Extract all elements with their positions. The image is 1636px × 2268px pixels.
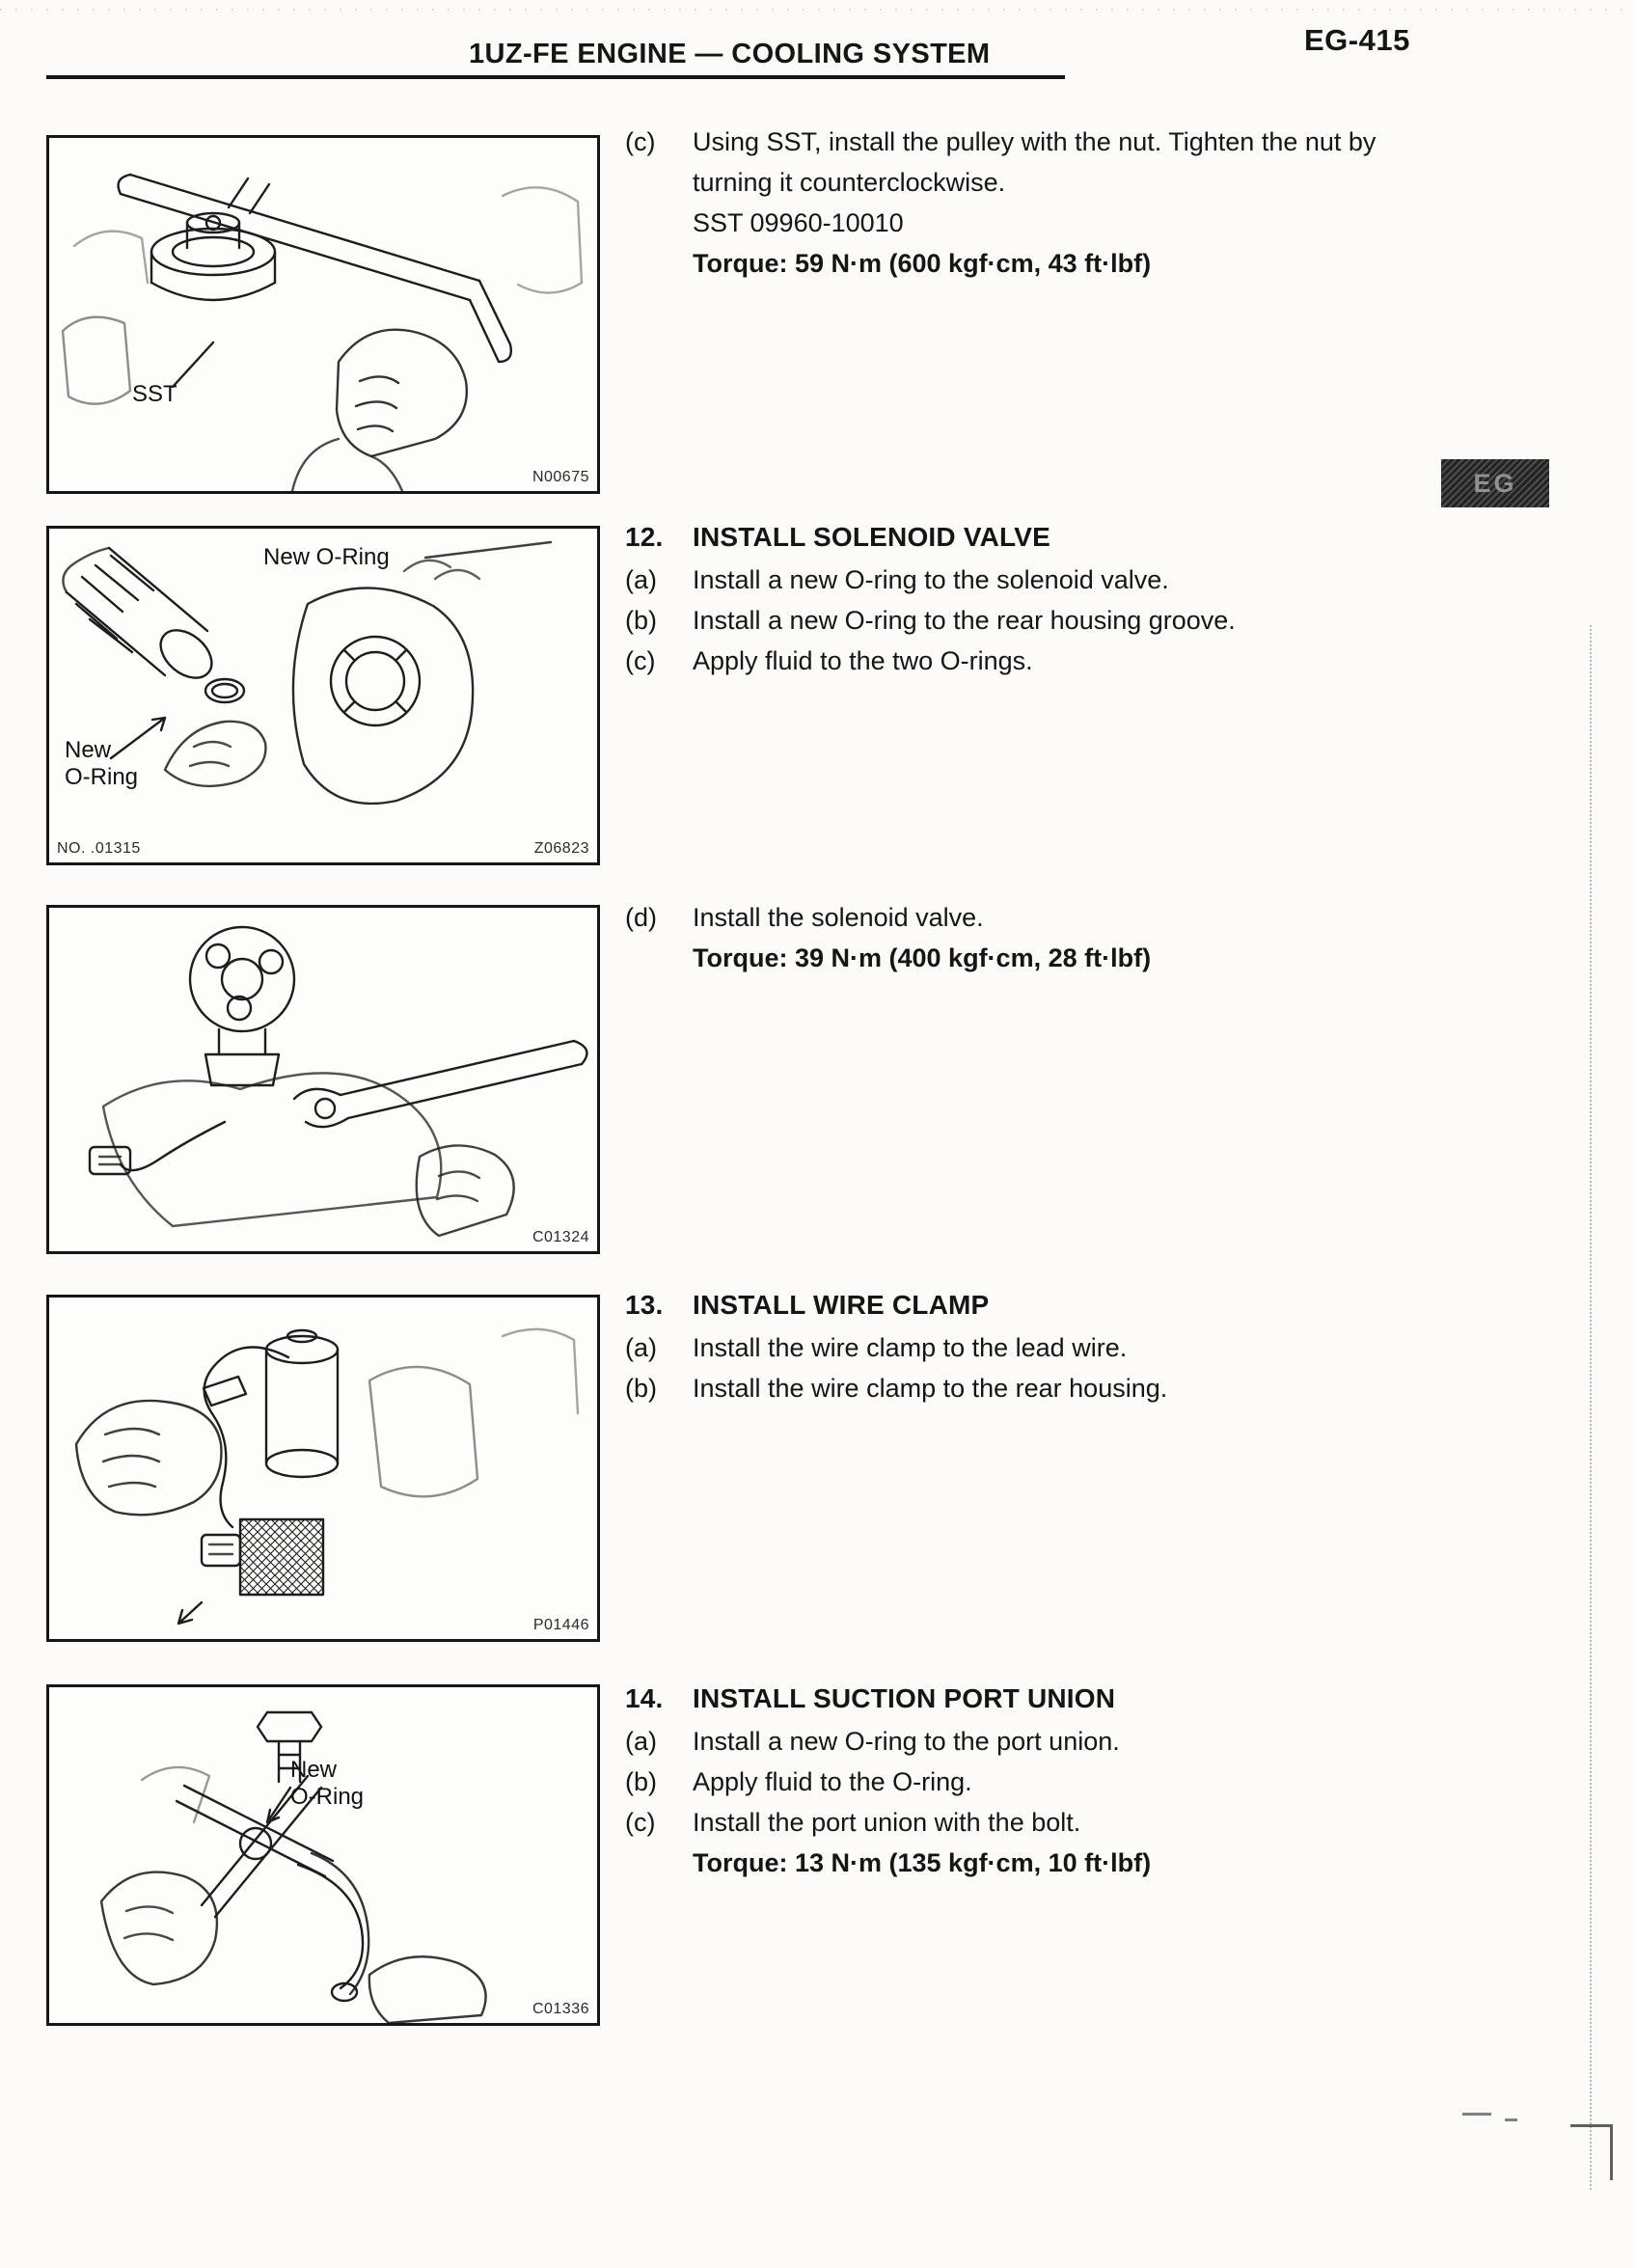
step-c-block: (c) Using SST, install the pulley with t… (625, 122, 1441, 284)
section-12-block: 12. INSTALL SOLENOID VALVE (a) Install a… (625, 515, 1441, 681)
step-text: Install the wire clamp to the rear housi… (693, 1374, 1168, 1403)
instruction-step: (b) Install the wire clamp to the rear h… (625, 1368, 1441, 1408)
instruction-step: (c) Using SST, install the pulley with t… (625, 122, 1441, 203)
section-heading: 12. INSTALL SOLENOID VALVE (625, 515, 1441, 560)
step-text: Using SST, install the pulley with the n… (693, 127, 1377, 197)
figure-code: N00675 (532, 469, 589, 485)
figure-label-new-o-ring-bottom: New O-Ring (65, 737, 139, 791)
scan-artifact-dash (1462, 2113, 1491, 2116)
sst-pulley-illustration (61, 173, 584, 491)
figure-label-new-o-ring-top: New O-Ring (263, 544, 390, 570)
solenoid-wrench-illustration (88, 925, 588, 1238)
instruction-step: (c) Install the port union with the bolt… (625, 1802, 1441, 1843)
instruction-step: (d) Install the solenoid valve. (625, 897, 1441, 938)
header-divider (46, 75, 1065, 79)
figure-sst-pulley: SST N00675 (46, 135, 600, 494)
step-letter: (b) (625, 1374, 657, 1403)
section-title: INSTALL WIRE CLAMP (693, 1290, 990, 1320)
instruction-step: (b) Install a new O-ring to the rear hou… (625, 600, 1441, 641)
step-text: Install a new O-ring to the rear housing… (693, 606, 1236, 635)
section-title: INSTALL SUCTION PORT UNION (693, 1683, 1116, 1713)
scan-artifact-corner-mark (1570, 2124, 1613, 2180)
step-letter: (c) (625, 1808, 656, 1837)
figure-code: C01336 (532, 2001, 589, 2017)
section-13-block: 13. INSTALL WIRE CLAMP (a) Install the w… (625, 1283, 1441, 1408)
step-text: Install the solenoid valve. (693, 903, 984, 932)
figure-solenoid-install: C01324 (46, 905, 600, 1254)
step-d-block: (d) Install the solenoid valve. Torque: … (625, 897, 1441, 978)
section-title: INSTALL SOLENOID VALVE (693, 522, 1051, 552)
step-letter: (b) (625, 606, 657, 635)
figure-code: P01446 (532, 1617, 589, 1633)
instruction-step: (a) Install a new O-ring to the solenoid… (625, 560, 1441, 600)
section-number: 12. (625, 522, 664, 552)
torque-spec: Torque: 39 N·m (400 kgf·cm, 28 ft·lbf) (693, 943, 1152, 972)
step-letter: (b) (625, 1767, 657, 1796)
step-letter: (a) (625, 1727, 657, 1756)
instruction-step: (b) Apply fluid to the O-ring. (625, 1762, 1441, 1802)
instruction-step: (a) Install the wire clamp to the lead w… (625, 1327, 1441, 1368)
wire-clamp-illustration (74, 1327, 580, 1626)
o-ring-illustration (62, 540, 553, 806)
instruction-step: (c) Apply fluid to the two O-rings. (625, 641, 1441, 681)
figure-wire-clamp: P01446 (46, 1295, 600, 1642)
section-14-block: 14. INSTALL SUCTION PORT UNION (a) Insta… (625, 1677, 1441, 1883)
step-text: Install a new O-ring to the port union. (693, 1727, 1120, 1756)
section-heading: 13. INSTALL WIRE CLAMP (625, 1283, 1441, 1327)
step-letter: (a) (625, 565, 657, 594)
page-number: EG-415 (1304, 23, 1410, 57)
figure-code-right: Z06823 (533, 840, 589, 857)
figure-o-rings: New O-Ring New O-Ring NO. .01315 Z06823 (46, 526, 600, 865)
section-tab-eg: EG (1441, 459, 1549, 507)
step-letter: (c) (625, 127, 656, 156)
port-union-illustration (99, 1710, 487, 2023)
step-text: Install a new O-ring to the solenoid val… (693, 565, 1169, 594)
step-text: Install the wire clamp to the lead wire. (693, 1333, 1128, 1362)
section-number: 14. (625, 1683, 664, 1713)
scan-artifact-dotted-line (1590, 625, 1592, 2190)
page-title: 1UZ-FE ENGINE — COOLING SYSTEM (469, 39, 991, 69)
torque-spec: Torque: 13 N·m (135 kgf·cm, 10 ft·lbf) (693, 1848, 1152, 1877)
figure-code-left: NO. .01315 (57, 840, 141, 857)
sst-part-number: SST 09960-10010 (693, 208, 904, 237)
figure-suction-port-union: New O-Ring C01336 (46, 1684, 600, 2026)
step-letter: (a) (625, 1333, 657, 1362)
section-heading: 14. INSTALL SUCTION PORT UNION (625, 1677, 1441, 1721)
step-text: Apply fluid to the O-ring. (693, 1767, 972, 1796)
scan-artifact-top (0, 9, 1636, 11)
torque-spec: Torque: 59 N·m (600 kgf·cm, 43 ft·lbf) (693, 249, 1152, 278)
step-text: Install the port union with the bolt. (693, 1808, 1081, 1837)
step-text: Apply fluid to the two O-rings. (693, 646, 1033, 675)
step-letter: (d) (625, 903, 657, 932)
figure-code: C01324 (532, 1229, 589, 1245)
figure-label-sst: SST (132, 381, 177, 407)
figure-label-new-o-ring: New O-Ring (290, 1757, 365, 1811)
instruction-step: (a) Install a new O-ring to the port uni… (625, 1721, 1441, 1762)
step-letter: (c) (625, 646, 656, 675)
section-number: 13. (625, 1290, 664, 1320)
scan-artifact-dash (1505, 2118, 1517, 2121)
